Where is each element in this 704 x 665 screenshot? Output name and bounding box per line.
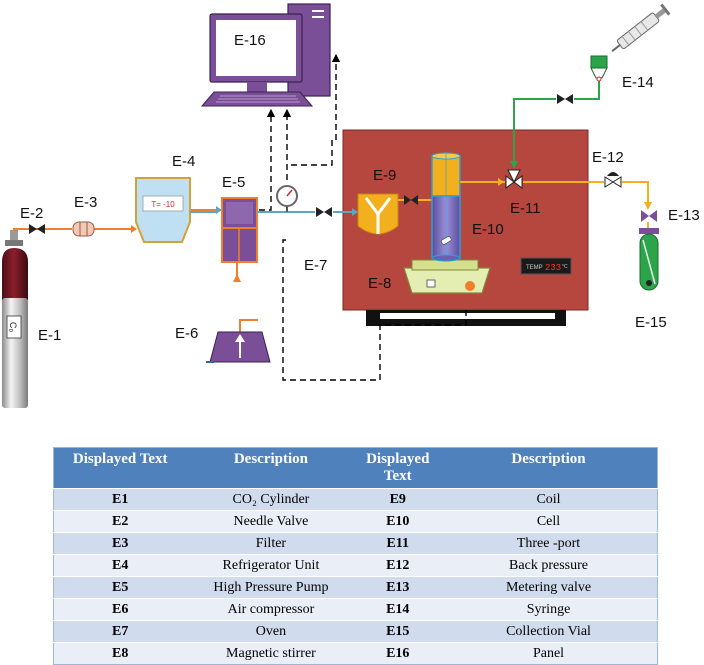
table-cell-description: Three -port: [440, 532, 658, 555]
table-cell-description: High Pressure Pump: [186, 576, 356, 599]
table-cell-code: E3: [53, 532, 187, 555]
legend-table: Displayed Text Description Displayed Tex…: [53, 447, 658, 665]
three-port-valve: [505, 169, 523, 189]
label-e15: E-15: [635, 314, 667, 331]
coil-valve: [404, 195, 418, 205]
temp-unit: °C: [562, 264, 568, 270]
computer-panel: [200, 3, 331, 107]
label-e11: E-11: [510, 200, 541, 217]
table-cell-code: E14: [355, 598, 441, 621]
table-cell-code: E16: [355, 642, 441, 665]
table-cell-description: Cell: [440, 510, 658, 533]
pressure-gauge: [276, 185, 298, 212]
table-cell-description: Needle Valve: [186, 510, 356, 533]
label-e9: E-9: [373, 167, 396, 184]
table-cell-description: Air compressor: [186, 598, 356, 621]
table-cell-code: E15: [355, 620, 441, 643]
sample-line: [460, 181, 649, 208]
label-e4: E-4: [172, 153, 195, 170]
label-e7: E-7: [304, 257, 327, 274]
header-displayed-text-2: Displayed Text: [355, 447, 441, 489]
refrigerator-unit: T= -10: [135, 177, 191, 243]
cylinder-mark: C₀: [8, 322, 18, 332]
oven-temperature-display: TEMP 233 °C: [520, 257, 572, 275]
table-cell-code: E2: [53, 510, 187, 533]
co2-cylinder: C₀: [2, 230, 28, 408]
label-e1: E-1: [38, 327, 61, 344]
syringe-valve: [557, 94, 573, 104]
label-e14: E-14: [622, 74, 654, 91]
table-cell-code: E12: [355, 554, 441, 577]
label-e10: E-10: [472, 221, 504, 238]
header-description-1: Description: [186, 447, 356, 489]
temp-value: 233: [545, 263, 561, 273]
collection-vial: [639, 228, 659, 291]
header-description-2: Description: [440, 447, 658, 489]
table-cell-code: E6: [53, 598, 187, 621]
air-compressor: [206, 331, 271, 363]
table-cell-code: E8: [53, 642, 187, 665]
table-cell-code: E1: [53, 488, 187, 511]
table-cell-code: E9: [355, 488, 441, 511]
fridge-display: T= -10: [151, 200, 175, 209]
label-e2: E-2: [20, 205, 43, 222]
coil: [357, 193, 399, 235]
legend-table-wrapper: Displayed Text Description Displayed Tex…: [53, 447, 658, 665]
high-pressure-pump: [221, 197, 258, 263]
table-cell-code: E7: [53, 620, 187, 643]
table-cell-description: Panel: [440, 642, 658, 665]
metering-valve: [641, 210, 657, 230]
label-e3: E-3: [74, 194, 97, 211]
magnetic-stirrer: [403, 259, 491, 294]
table-cell-code: E4: [53, 554, 187, 577]
table-cell-description: Collection Vial: [440, 620, 658, 643]
label-e6: E-6: [175, 325, 198, 342]
temp-label: TEMP: [526, 265, 543, 271]
table-cell-description: Magnetic stirrer: [186, 642, 356, 665]
needle-valve: [29, 224, 45, 234]
table-cell-code: E11: [355, 532, 441, 555]
table-cell-description: Coil: [440, 488, 658, 511]
inlet-valve: [316, 207, 332, 217]
syringe-line: [513, 80, 600, 165]
header-displayed-text-1: Displayed Text: [53, 447, 187, 489]
table-cell-description: Back pressure: [440, 554, 658, 577]
label-e16: E-16: [234, 32, 266, 49]
label-e12: E-12: [592, 149, 624, 166]
table-header-row: Displayed Text Description Displayed Tex…: [53, 447, 658, 489]
syringe: [590, 3, 671, 82]
table-cell-description: Refrigerator Unit: [186, 554, 356, 577]
table-cell-description: Metering valve: [440, 576, 658, 599]
filter: [72, 221, 95, 237]
extraction-cell: [431, 152, 461, 262]
back-pressure-regulator: [604, 172, 622, 188]
table-cell-code: E5: [53, 576, 187, 599]
table-cell-description: Syringe: [440, 598, 658, 621]
extraction-setup-diagram: C₀ T= -10: [2, 3, 700, 408]
table-cell-code: E10: [355, 510, 441, 533]
table-cell-description: Oven: [186, 620, 356, 643]
label-e5: E-5: [222, 174, 245, 191]
label-e13: E-13: [668, 207, 700, 224]
table-cell-description: Filter: [186, 532, 356, 555]
table-cell-code: E13: [355, 576, 441, 599]
label-e8: E-8: [368, 275, 391, 292]
table-cell-description: CO₂ Cylinder: [186, 488, 356, 511]
